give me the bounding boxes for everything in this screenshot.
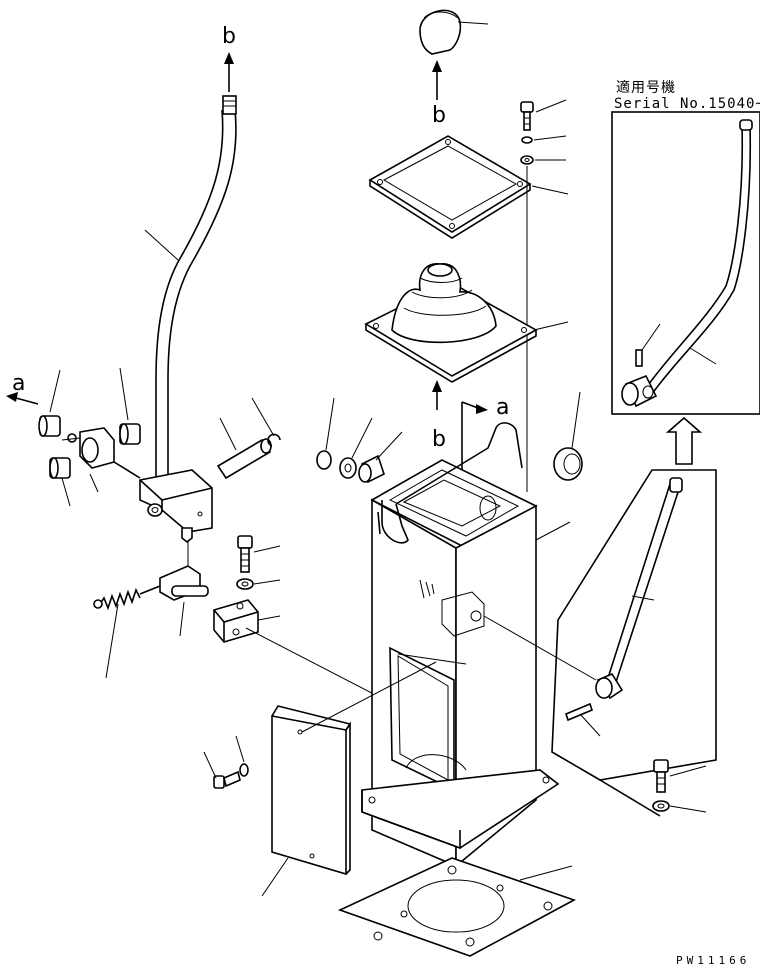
arrow-label-b: b	[432, 103, 446, 128]
washer-left	[339, 417, 373, 479]
rubber-boot	[364, 263, 569, 383]
drawing-code: PW11166	[676, 954, 750, 967]
top-screw	[520, 99, 567, 492]
snap-ring	[251, 397, 281, 447]
lever-bracket	[139, 469, 213, 544]
detent-spring	[93, 581, 171, 679]
boot-arrow-b: b	[432, 380, 446, 452]
top-cover-plate	[368, 135, 569, 239]
bushing-right	[119, 367, 141, 445]
bushing-left-lower	[49, 457, 71, 507]
shift-lever-rod	[155, 95, 237, 478]
arrow-label-a: a	[496, 395, 509, 420]
pin-shaft	[216, 417, 272, 480]
hollow-up-arrow	[665, 416, 703, 465]
bolt-mid	[237, 535, 281, 573]
serial-inset-frame: 適用号機 Serial No.15040~	[611, 79, 760, 415]
arrow-label-b: b	[222, 24, 236, 49]
washer-mid	[236, 578, 281, 590]
lever-joint-block	[61, 427, 141, 493]
clamp-block	[213, 599, 421, 719]
cover-screw	[203, 735, 249, 789]
arrow-a-left: a	[6, 371, 39, 405]
control-housing	[361, 422, 597, 868]
retaining-ring	[316, 397, 335, 470]
bushing-center	[358, 431, 403, 484]
inset-caption-applicable-units: 適用号機	[616, 79, 676, 96]
lever-arrow-b-top: b	[222, 24, 236, 92]
detent-pin	[159, 540, 209, 637]
bushing-left-upper	[38, 369, 61, 437]
parking-lever	[595, 477, 683, 700]
inset-caption-serial: Serial No.15040~	[614, 96, 760, 112]
knob-arrow-b: b	[432, 60, 446, 128]
knob	[419, 9, 489, 55]
bolt-right	[652, 759, 707, 813]
base-gasket	[337, 857, 576, 957]
lever-pin	[565, 702, 601, 737]
lever-callout-panel	[551, 469, 717, 817]
ring-collar-right	[553, 391, 583, 481]
side-cover-plate	[261, 661, 437, 897]
leader-line	[144, 229, 179, 261]
arrow-label-a: a	[12, 371, 25, 396]
arrow-label-b: b	[432, 427, 446, 452]
arrow-a-center: a	[461, 395, 509, 476]
